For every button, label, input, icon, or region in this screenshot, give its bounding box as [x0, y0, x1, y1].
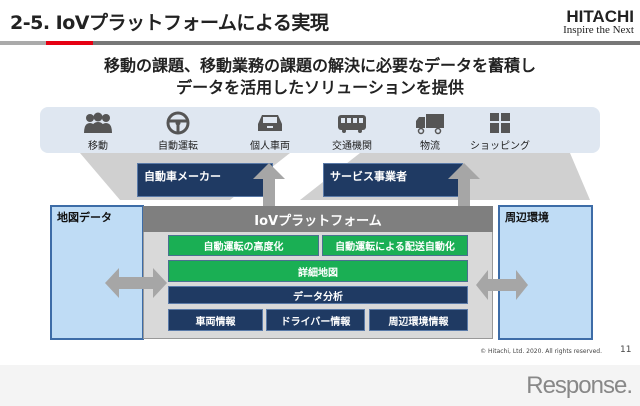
service-label: 自動運転 [158, 141, 198, 152]
page-title: 2-5. IoVプラットフォームによる実現 [10, 12, 329, 34]
service-transit: 交通機関 [322, 111, 382, 152]
service-logistics: 物流 [400, 111, 460, 152]
service-label: ショッピング [470, 141, 530, 152]
car-icon [258, 115, 282, 131]
platform-title: IoVプラットフォーム [143, 206, 493, 232]
vehicle-info: 車両情報 [168, 309, 263, 331]
service-shopping: ショッピング [465, 111, 535, 152]
service-label: 移動 [88, 141, 108, 152]
up-arrow-icon [448, 163, 480, 207]
feature-delivery-automation: 自動運転による配送自動化 [322, 235, 468, 256]
feature-autodrive-advanced: 自動運転の高度化 [168, 235, 319, 256]
up-arrow-icon [253, 163, 285, 207]
copyright: © Hitachi, Ltd. 2020. All rights reserve… [480, 348, 602, 355]
headline-line-1: 移動の課題、移動業務の課題の解決に必要なデータを蓄積し [103, 56, 536, 75]
bidirectional-arrow-icon [105, 268, 167, 298]
brand-tagline: Inspire the Next [563, 24, 634, 36]
people-icon [84, 112, 112, 133]
map-data-box: 地図データ [50, 205, 144, 340]
surroundings-box: 周辺環境 [498, 205, 593, 340]
surroundings-info: 周辺環境情報 [369, 309, 468, 331]
page-number: 11 [620, 345, 632, 355]
truck-icon [416, 114, 444, 135]
steering-wheel-icon [166, 111, 190, 135]
service-autodrive: 自動運転 [148, 111, 208, 152]
service-private-car: 個人車両 [240, 111, 300, 152]
hitachi-logo: HITACHI Inspire the Next [563, 8, 634, 36]
provider-service-operator: サービス事業者 [323, 163, 463, 197]
bidirectional-arrow-icon [476, 270, 528, 300]
services-band: 移動 自動運転 個人車両 交通機関 物流 ショッピング [40, 107, 600, 153]
bus-icon [338, 115, 366, 133]
gift-icon [490, 113, 510, 133]
service-label: 物流 [420, 141, 440, 152]
service-label: 個人車両 [250, 141, 290, 152]
driver-info: ドライバー情報 [266, 309, 365, 331]
headline-line-2: データを活用したソリューションを提供 [176, 78, 464, 97]
brand-name: HITACHI [566, 7, 634, 26]
provider-automaker: 自動車メーカー [137, 163, 273, 197]
feature-detailed-map: 詳細地図 [168, 260, 468, 282]
service-label: 交通機関 [332, 141, 372, 152]
response-watermark: Response. [526, 372, 633, 399]
service-moving: 移動 [68, 111, 128, 152]
connector-shapes [80, 153, 590, 200]
data-analysis: データ分析 [168, 286, 468, 304]
footer-background [0, 365, 640, 406]
header-rule [0, 41, 640, 45]
